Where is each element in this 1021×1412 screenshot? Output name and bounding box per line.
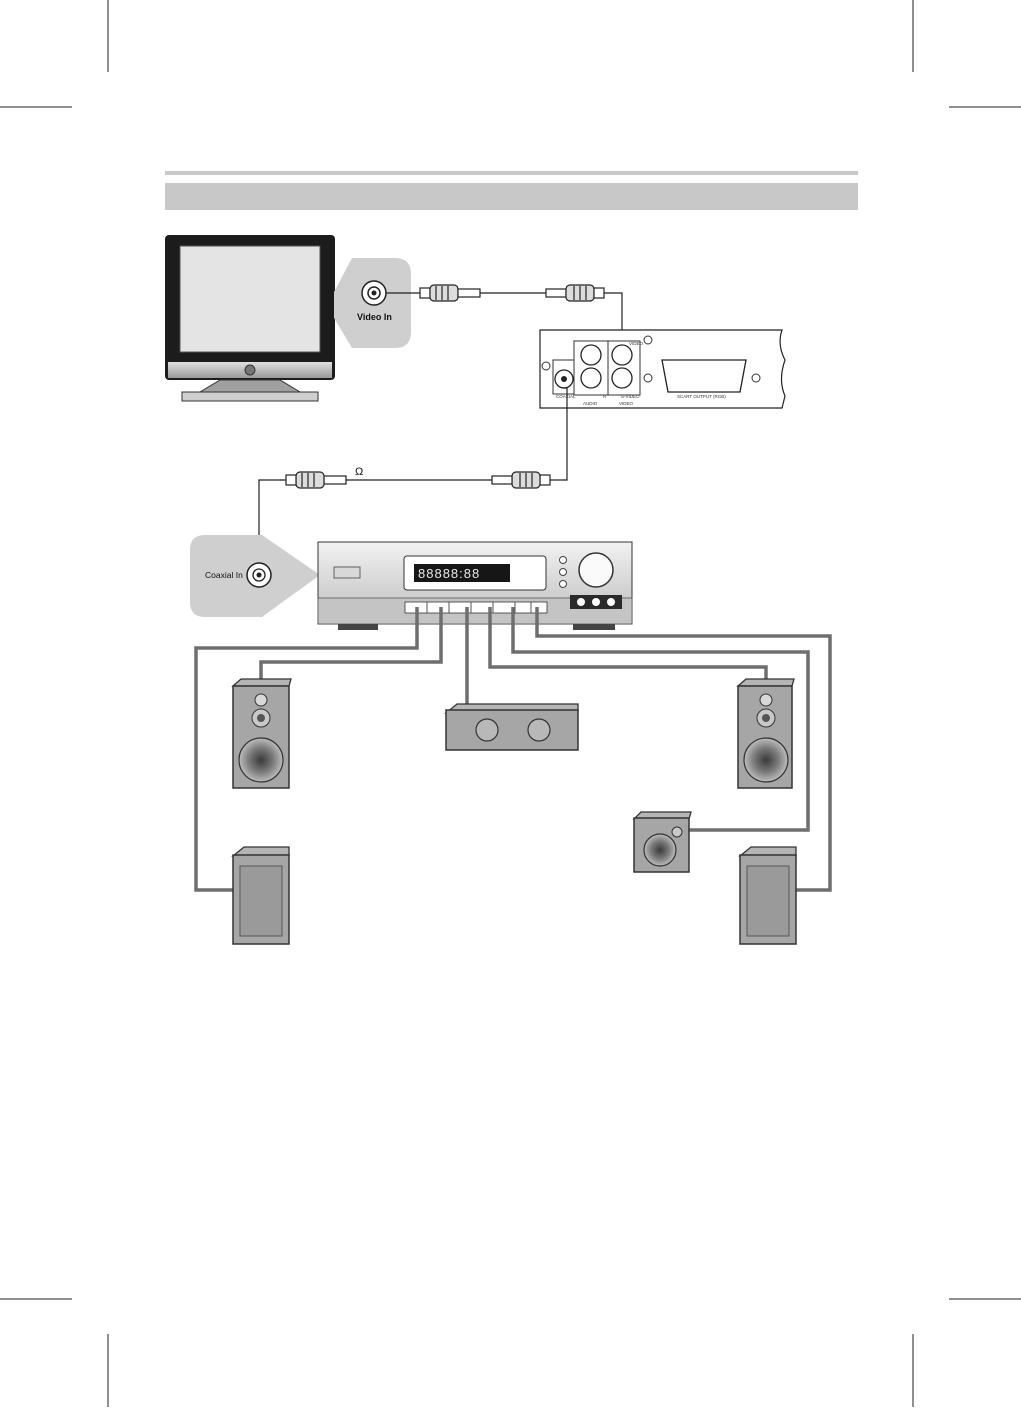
wire-rear-left	[194, 607, 419, 892]
rear-right-speaker	[738, 846, 797, 945]
wire-subwoofer	[511, 607, 810, 832]
jack-label-coaxial: COAXIAL	[556, 394, 576, 399]
receiver-display-text: 88888:88	[418, 566, 480, 581]
scart-connector	[661, 359, 747, 393]
jack-label-video: VIDEO	[629, 341, 644, 346]
jack-label-audio: AUDIO	[583, 401, 598, 406]
tv	[165, 235, 335, 402]
header-rule	[165, 171, 858, 175]
wire-front-left	[259, 607, 443, 682]
video-in-callout: Video In	[334, 258, 411, 348]
wire-rear-right	[535, 607, 832, 892]
speaker-wires	[194, 607, 832, 892]
jack-label-scart: SCART OUTPUT (RGB)	[677, 394, 726, 399]
jack-label-video-group: VIDEO	[619, 401, 634, 406]
video-cable	[386, 284, 623, 346]
subwoofer	[632, 811, 692, 873]
video-out-jack	[611, 344, 633, 366]
front-right-speaker	[736, 678, 795, 789]
coaxial-cable	[258, 387, 568, 566]
player-rear-panel: VIDEO COAXIAL R S-VIDEO AUDIO VIDEO SCAR…	[539, 329, 786, 409]
coaxial-in-label: Coaxial In	[205, 570, 243, 580]
impedance-symbol: Ω	[355, 466, 363, 478]
video-in-label: Video In	[357, 312, 392, 322]
jack-label-r: R	[603, 394, 607, 399]
coaxial-in-callout: Coaxial In	[190, 535, 320, 617]
rear-left-speaker	[231, 846, 290, 945]
jack-label-s-video: S-VIDEO	[621, 394, 640, 399]
wire-front-right	[488, 607, 768, 682]
av-receiver: 88888:88	[317, 541, 633, 630]
front-left-speaker	[231, 678, 292, 789]
center-speaker	[444, 703, 579, 751]
volume-knob	[578, 552, 614, 588]
header-bar	[165, 183, 858, 210]
